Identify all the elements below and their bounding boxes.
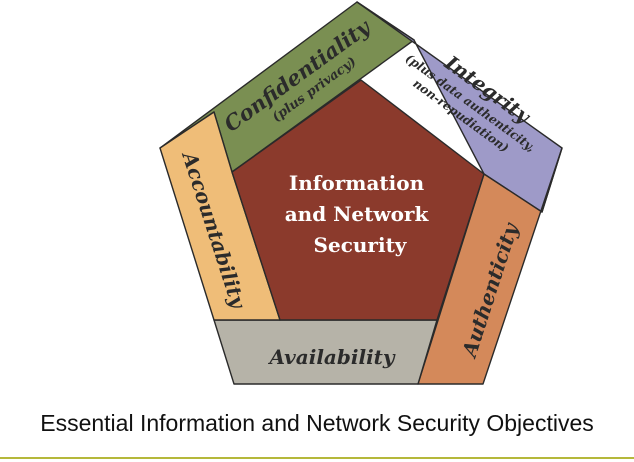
center-line-1: Information	[289, 171, 425, 195]
security-objectives-diagram: Information and Network Security Confide…	[159, 1, 563, 385]
accent-rule	[0, 457, 634, 459]
center-label: Information and Network Security	[285, 171, 436, 257]
center-line-2: and Network	[285, 202, 430, 226]
availability-label: Availability	[267, 345, 395, 369]
figure-caption: Essential Information and Network Securi…	[40, 410, 594, 436]
center-line-3: Security	[314, 233, 408, 257]
core-pentagon	[231, 79, 485, 321]
